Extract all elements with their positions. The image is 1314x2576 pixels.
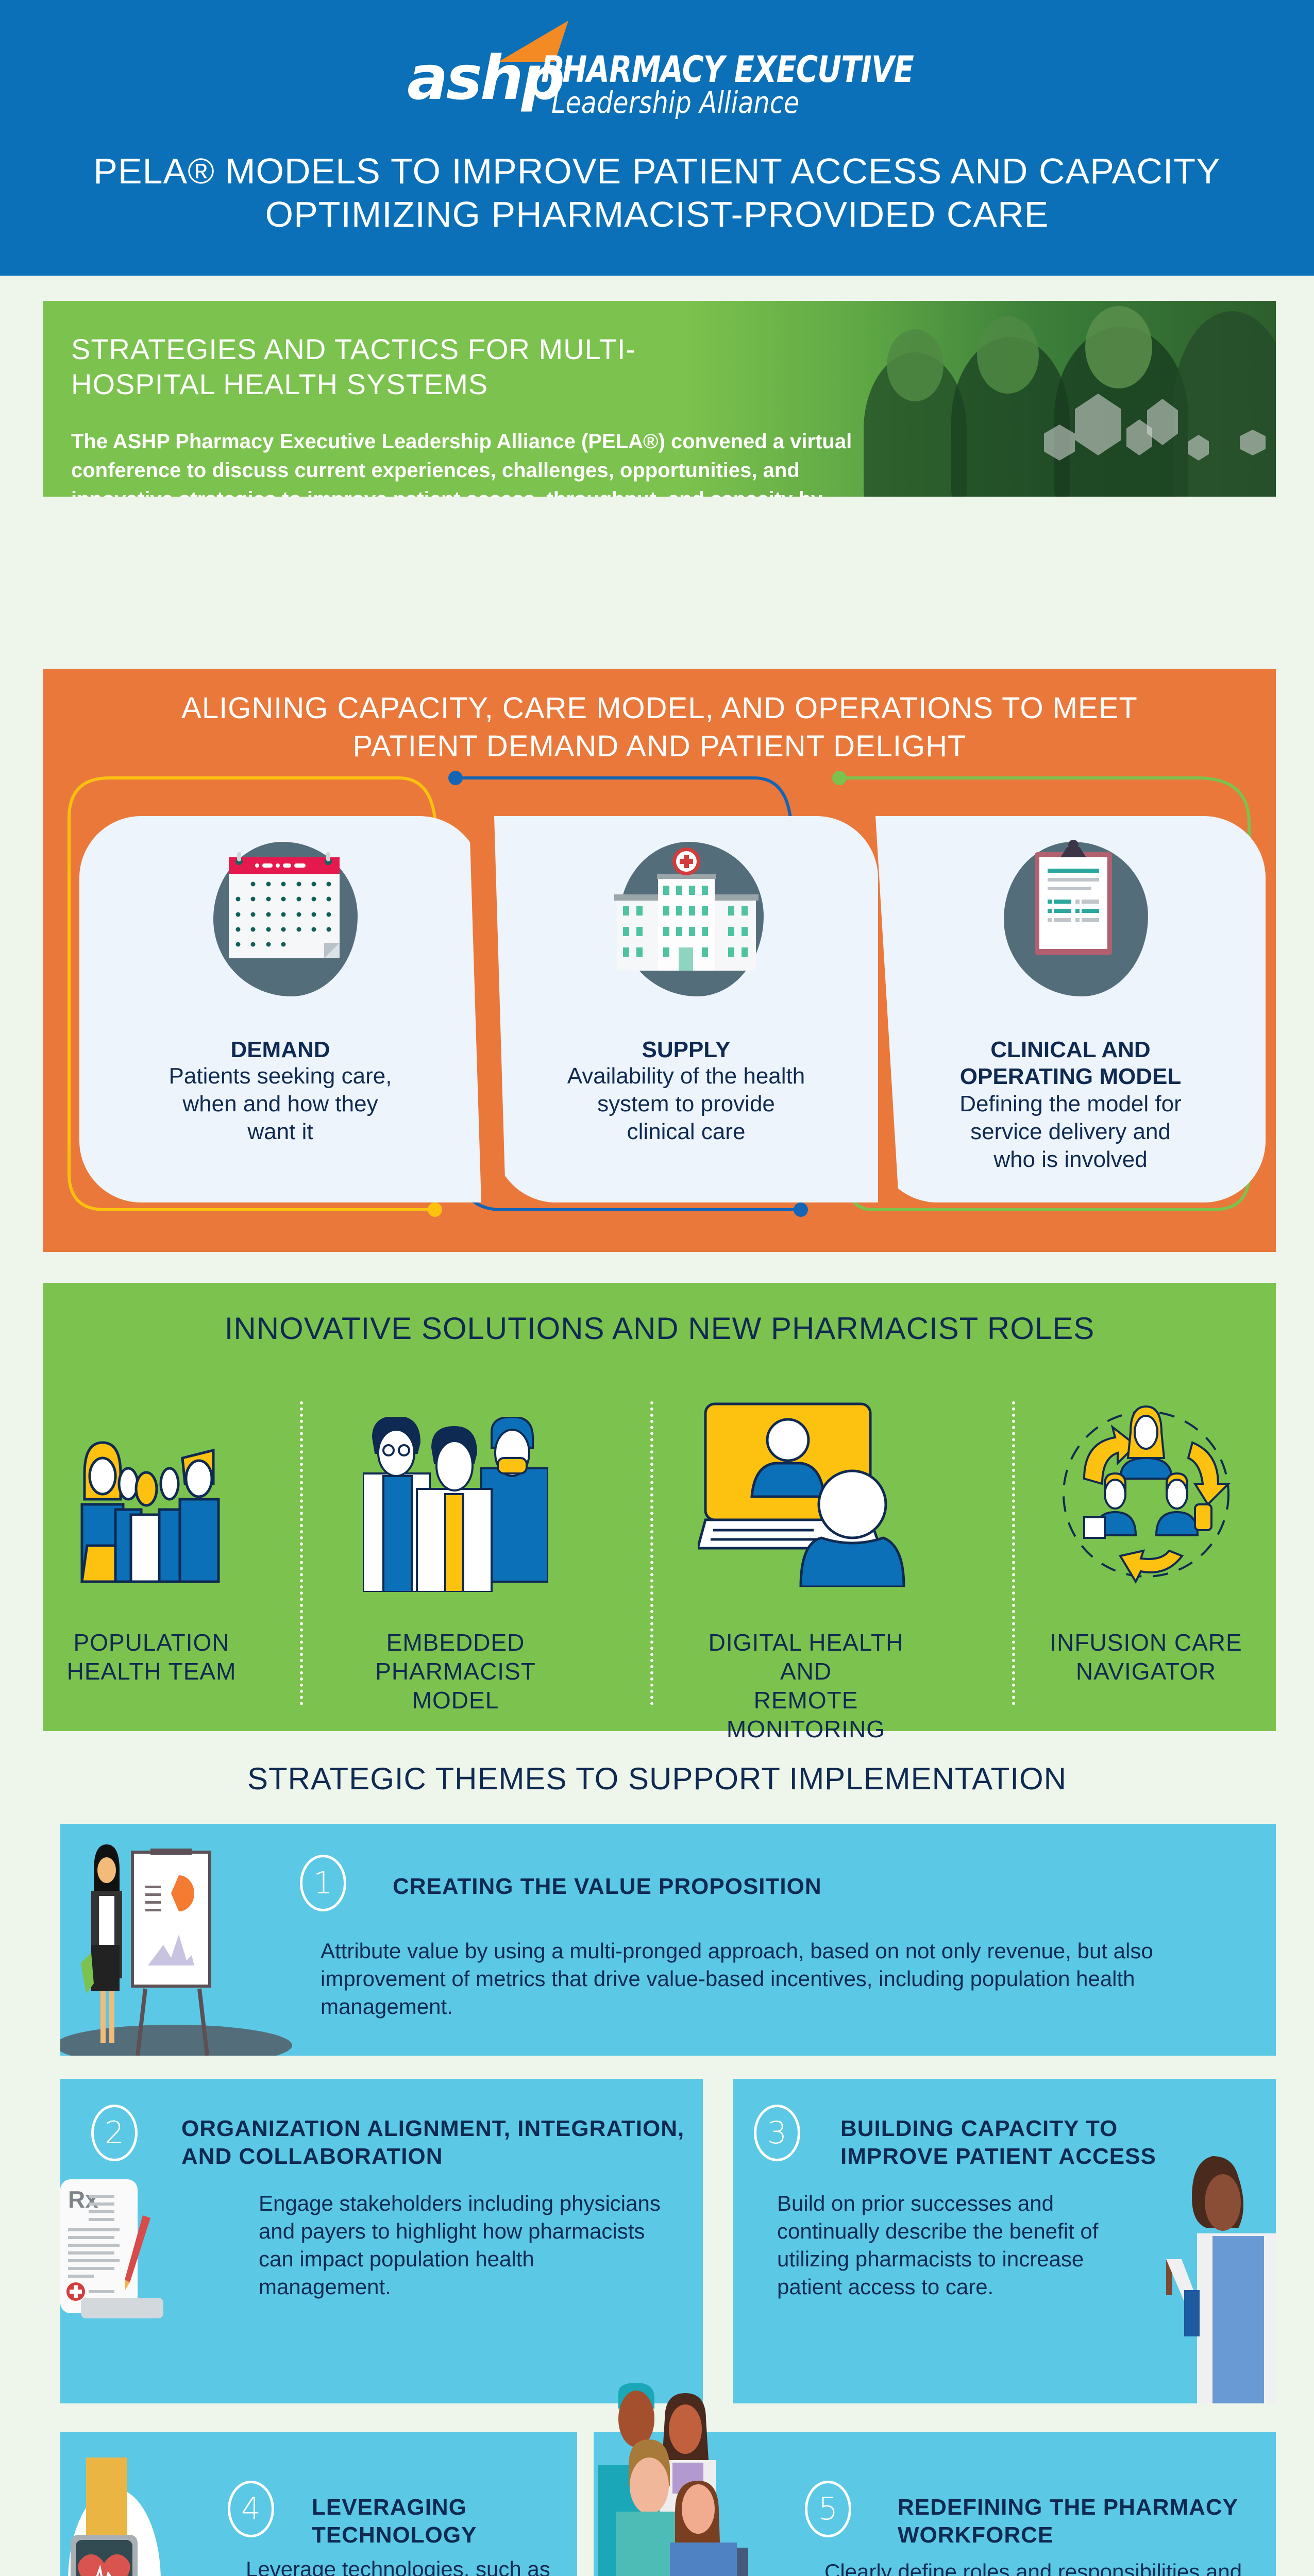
alignment-section: ALIGNING CAPACITY, CARE MODEL, AND OPERA…	[43, 669, 1276, 1252]
supply-card: SUPPLY Availability of the health system…	[494, 816, 878, 1202]
theme-title: REDEFINING THE PHARMACY WORKFORCE	[898, 2495, 1238, 2548]
theme-2-card: 2 ORGANIZATION ALIGNMENT, INTEGRATION, A…	[60, 2079, 703, 2403]
supply-label: SUPPLY	[642, 1037, 731, 1062]
page-title-line1: PELA® MODELS TO IMPROVE PATIENT ACCESS A…	[93, 151, 1221, 191]
intro-section: STRATEGIES AND TACTICS FOR MULTI-HOSPITA…	[43, 301, 1276, 497]
role-divider	[650, 1401, 653, 1705]
conference-photo	[683, 301, 1276, 497]
logo-brand: ashp	[407, 42, 565, 113]
ashp-pela-logo[interactable]: ashp PHARMACY EXECUTIVE Leadership Allia…	[407, 21, 914, 120]
logo-line1: PHARMACY EXECUTIVE	[541, 48, 914, 91]
demand-card: DEMAND Patients seeking care, when and h…	[79, 816, 481, 1202]
intro-title: STRATEGIES AND TACTICS FOR MULTI-HOSPITA…	[71, 333, 636, 400]
theme-title: CREATING THE VALUE PROPOSITION	[393, 1874, 822, 1899]
logo-line2: Leadership Alliance	[551, 85, 800, 120]
theme-1-card: 1 CREATING THE VALUE PROPOSITION Attribu…	[60, 1824, 1276, 2056]
theme-number-badge: 1	[300, 1855, 346, 1911]
presenter-illustration	[60, 1844, 292, 2056]
telehealth-icon	[698, 1402, 905, 1587]
pharmacist-illustration	[1166, 2156, 1276, 2403]
population-team-icon	[80, 1441, 220, 1583]
clinical-model-label: CLINICAL AND OPERATING MODEL	[959, 1037, 1182, 1089]
theme-number-badge: 3	[754, 2105, 800, 2161]
alignment-title: ALIGNING CAPACITY, CARE MODEL, AND OPERA…	[43, 689, 1276, 766]
hospital-icon	[607, 837, 766, 996]
theme-number-badge: 4	[228, 2481, 274, 2537]
healthcare-team-illustration	[598, 2383, 748, 2576]
infusion-navigator-icon	[1063, 1405, 1231, 1584]
theme-title: LEVERAGING TECHNOLOGY	[312, 2495, 477, 2548]
role-divider	[1012, 1401, 1015, 1705]
calendar-icon	[200, 837, 360, 996]
theme-body: Attribute value by using a multi-pronged…	[321, 1939, 1153, 2019]
smartwatch-illustration	[68, 2458, 161, 2576]
clipboard-icon	[991, 837, 1151, 996]
alignment-title-line2: PATIENT DEMAND AND PATIENT DELIGHT	[352, 730, 967, 763]
prescription-illustration: Rx	[60, 2179, 163, 2318]
theme-body: Build on prior successes and continually…	[777, 2191, 1099, 2299]
demand-label: DEMAND	[230, 1037, 330, 1062]
alignment-title-line1: ALIGNING CAPACITY, CARE MODEL, AND OPERA…	[181, 691, 1138, 725]
demand-description: Patients seeking care, when and how they…	[169, 1063, 392, 1144]
svg-text:Rx: Rx	[68, 2186, 98, 2213]
roles-section: INNOVATIVE SOLUTIONS AND NEW PHARMACIST …	[43, 1283, 1276, 1742]
theme-title: ORGANIZATION ALIGNMENT, INTEGRATION, AND…	[181, 2116, 685, 2169]
supply-description: Availability of the health system to pro…	[567, 1063, 805, 1144]
theme-title: BUILDING CAPACITY TO IMPROVE PATIENT ACC…	[840, 2116, 1156, 2169]
theme-number-badge: 2	[91, 2105, 138, 2161]
clinical-model-description: Defining the model for service delivery …	[959, 1091, 1182, 1172]
theme-number-badge: 5	[805, 2481, 851, 2537]
theme-body: Engage stakeholders including physicians…	[259, 2191, 661, 2299]
themes-title: STRATEGIC THEMES TO SUPPORT IMPLEMENTATI…	[247, 1761, 1067, 1796]
roles-title: INNOVATIVE SOLUTIONS AND NEW PHARMACIST …	[224, 1311, 1095, 1346]
header: ashp PHARMACY EXECUTIVE Leadership Allia…	[0, 0, 1314, 276]
theme-body: Clearly define roles and responsibilitie…	[824, 2560, 1242, 2576]
clinical-operating-model-card: CLINICAL AND OPERATING MODEL Defining th…	[875, 816, 1266, 1202]
page-title-line2: OPTIMIZING PHARMACIST-PROVIDED CARE	[265, 194, 1049, 234]
embedded-pharmacist-icon	[363, 1417, 548, 1592]
page-title: PELA® MODELS TO IMPROVE PATIENT ACCESS A…	[0, 149, 1314, 236]
theme-4-card: 4 LEVERAGING TECHNOLOGY Leverage technol…	[60, 2432, 577, 2576]
intro-body: The ASHP Pharmacy Executive Leadership A…	[71, 430, 852, 497]
role-divider	[300, 1401, 303, 1705]
theme-body: Leverage technologies, such as remote mo…	[246, 2557, 550, 2576]
theme-3-card: 3 BUILDING CAPACITY TO IMPROVE PATIENT A…	[733, 2079, 1276, 2403]
